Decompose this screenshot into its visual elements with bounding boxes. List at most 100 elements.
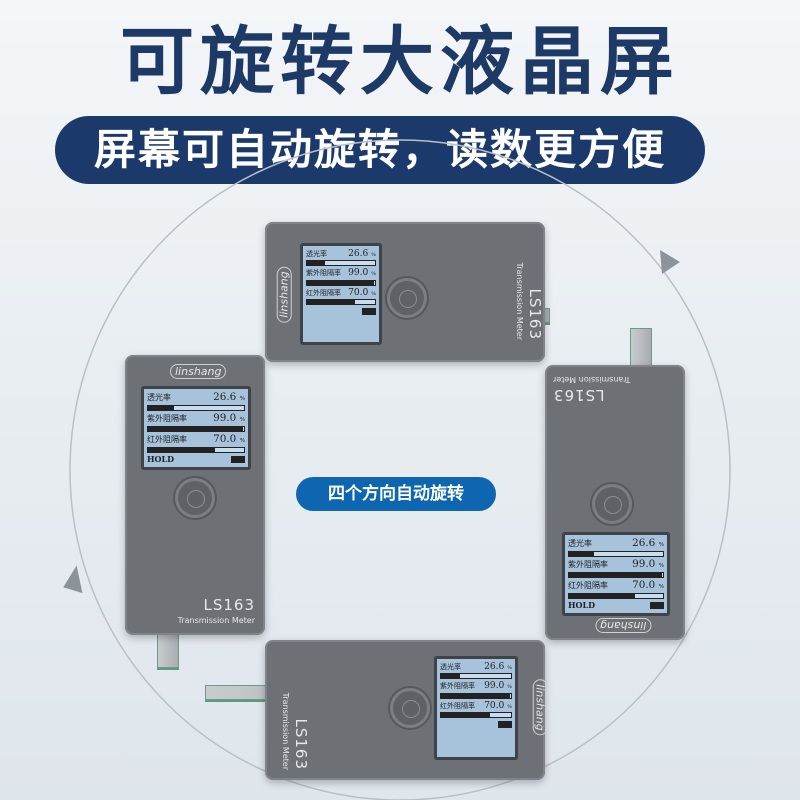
reading-value: 99.0 % bbox=[484, 681, 512, 692]
reading-unit: % bbox=[658, 562, 664, 569]
reading-value: 70.0 % bbox=[484, 700, 512, 711]
arrow-icon bbox=[63, 565, 83, 594]
reading-bar bbox=[568, 592, 664, 599]
reading-bar bbox=[147, 425, 245, 432]
battery-icon bbox=[650, 601, 664, 609]
hold-status: HOLD bbox=[147, 453, 175, 464]
battery-icon bbox=[362, 308, 376, 316]
reading-value: 99.0 % bbox=[632, 557, 664, 570]
reading-row: 透光率 26.6 % bbox=[147, 391, 245, 404]
reading-label: 紫外阻隔率 bbox=[147, 413, 187, 423]
status-row bbox=[306, 307, 376, 316]
reading-label: 透光率 bbox=[306, 250, 327, 258]
reading-unit: % bbox=[239, 396, 245, 402]
reading-unit: % bbox=[371, 252, 376, 258]
reading-label: 紫外阻隔率 bbox=[440, 682, 475, 691]
reading-bar-fill bbox=[569, 551, 595, 556]
reading-row: 红外阻隔率 70.0 % bbox=[440, 701, 512, 711]
reading-label: 红外阻隔率 bbox=[440, 701, 475, 710]
reading-value: 26.6 % bbox=[632, 537, 664, 549]
reading-bar-fill bbox=[307, 261, 326, 266]
reading-bar bbox=[306, 279, 376, 286]
reading-row: 紫外阻隔率 99.0 % bbox=[568, 557, 664, 571]
power-button[interactable] bbox=[387, 278, 427, 318]
reading-label: 红外阻隔率 bbox=[306, 288, 341, 297]
reading-bar bbox=[440, 692, 512, 699]
reading-unit: % bbox=[507, 665, 512, 671]
reading-label: 紫外阻隔率 bbox=[568, 559, 608, 569]
reading-label: 透光率 bbox=[440, 663, 461, 671]
reading-value: 99.0 % bbox=[213, 411, 245, 424]
page-title: 可旋转大液晶屏 bbox=[120, 19, 680, 105]
reading-unit: % bbox=[658, 583, 664, 590]
reading-label: 紫外阻隔率 bbox=[306, 269, 341, 278]
reading-value: 99.0 % bbox=[348, 268, 376, 279]
reading-bar bbox=[440, 712, 512, 719]
model-subtitle: Transmission Meter bbox=[281, 692, 290, 770]
reading-value: 26.6 % bbox=[348, 249, 376, 259]
lcd-screen: 透光率 26.6 % 紫外阻隔率 99.0 % 红外阻隔率 70.0 % bbox=[434, 656, 518, 760]
model-label: LS163 bbox=[553, 386, 605, 404]
reading-row: 紫外阻隔率 99.0 % bbox=[147, 411, 245, 425]
model-subtitle: Transmission Meter bbox=[177, 616, 255, 625]
reading-row: 红外阻隔率 70.0 % bbox=[568, 578, 664, 592]
reading-label: 透光率 bbox=[568, 539, 592, 548]
reading-bar-fill bbox=[307, 300, 355, 305]
reading-bar-fill bbox=[569, 593, 635, 598]
reading-label: 透光率 bbox=[147, 393, 171, 402]
arrow-icon bbox=[660, 250, 680, 274]
reading-value: 26.6 % bbox=[213, 391, 245, 403]
reading-bar-fill bbox=[441, 674, 460, 679]
hold-status: HOLD bbox=[568, 599, 596, 610]
reading-bar-fill bbox=[148, 426, 244, 431]
reading-bar bbox=[147, 446, 245, 453]
reading-bar-fill bbox=[148, 447, 216, 452]
lcd-screen: 透光率 26.6 % 紫外阻隔率 99.0 % 红外阻隔率 70.0 % HOLD bbox=[562, 532, 670, 617]
reading-unit: % bbox=[371, 290, 376, 297]
brand-logo: linshang bbox=[170, 364, 227, 379]
reading-bar bbox=[568, 550, 664, 557]
reading-bar-fill bbox=[441, 713, 490, 718]
battery-icon bbox=[498, 721, 512, 729]
model-label: LS163 bbox=[526, 288, 544, 340]
model-label-block: LS163 Transmission Meter bbox=[553, 372, 653, 404]
power-button[interactable] bbox=[175, 478, 215, 518]
status-row: HOLD bbox=[147, 453, 245, 464]
reading-bar bbox=[568, 571, 664, 578]
reading-bar bbox=[306, 299, 376, 306]
model-subtitle: Transmission Meter bbox=[553, 375, 631, 384]
reading-bar-fill bbox=[148, 405, 174, 410]
reading-unit: % bbox=[658, 542, 664, 548]
model-label: LS163 bbox=[203, 596, 255, 614]
brand-logo: linshang bbox=[276, 266, 292, 323]
reading-bar bbox=[306, 260, 376, 267]
reading-bar-fill bbox=[441, 693, 511, 698]
brand-logo: linshang bbox=[595, 618, 652, 633]
reading-row: 透光率 26.6 % bbox=[568, 537, 664, 550]
subtitle-banner: 屏幕可自动旋转，读数更方便 bbox=[55, 116, 705, 184]
reading-row: 紫外阻隔率 99.0 % bbox=[440, 681, 512, 691]
reading-bar bbox=[440, 673, 512, 680]
power-button[interactable] bbox=[390, 688, 430, 728]
reading-unit: % bbox=[239, 437, 245, 444]
reading-row: 透光率 26.6 % bbox=[440, 662, 512, 672]
reading-row: 透光率 26.6 % bbox=[306, 249, 376, 259]
reading-unit: % bbox=[507, 684, 512, 691]
model-subtitle: Transmission Meter bbox=[515, 262, 524, 340]
reading-bar-fill bbox=[569, 572, 663, 577]
reading-label: 红外阻隔率 bbox=[568, 580, 608, 590]
reading-value: 26.6 % bbox=[484, 662, 512, 672]
reading-label: 红外阻隔率 bbox=[147, 434, 187, 444]
reading-value: 70.0 % bbox=[348, 287, 376, 298]
reading-unit: % bbox=[371, 271, 376, 278]
brand-logo: linshang bbox=[532, 679, 548, 736]
reading-bar bbox=[147, 404, 245, 411]
reading-unit: % bbox=[239, 416, 245, 423]
reading-value: 70.0 % bbox=[632, 578, 664, 591]
model-label-block: LS163 Transmission Meter bbox=[155, 598, 255, 628]
power-button[interactable] bbox=[592, 484, 632, 524]
model-label-block: LS163 Transmission Meter bbox=[512, 240, 544, 340]
reading-row: 红外阻隔率 70.0 % bbox=[306, 288, 376, 298]
